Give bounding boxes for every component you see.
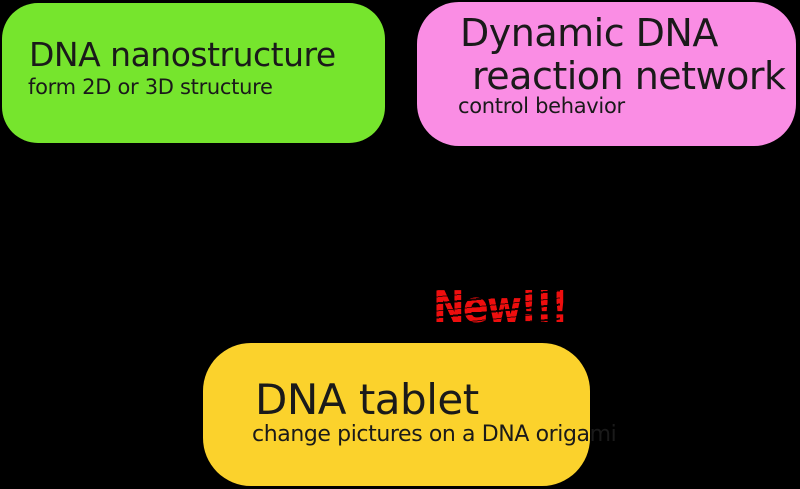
node-dynamic-dna-subtitle: control behavior — [458, 94, 625, 118]
node-dna-nanostructure-subtitle: form 2D or 3D structure — [28, 75, 273, 99]
node-dna-nanostructure-title: DNA nanostructure — [29, 35, 336, 74]
node-dynamic-dna-title-line-1: Dynamic DNA — [460, 11, 718, 55]
node-dna-tablet-title: DNA tablet — [255, 375, 479, 424]
node-dna-nanostructure: DNA nanostructure form 2D or 3D structur… — [2, 3, 385, 143]
node-dna-tablet: DNA tablet change pictures on a DNA orig… — [203, 343, 617, 486]
node-dna-tablet-subtitle: change pictures on a DNA origami — [252, 422, 617, 447]
new-annotation-label: New!!! — [433, 282, 568, 333]
node-dynamic-dna-title-line-2: reaction network — [472, 54, 786, 98]
node-dynamic-dna-reaction-network: Dynamic DNA reaction network control beh… — [417, 2, 796, 146]
